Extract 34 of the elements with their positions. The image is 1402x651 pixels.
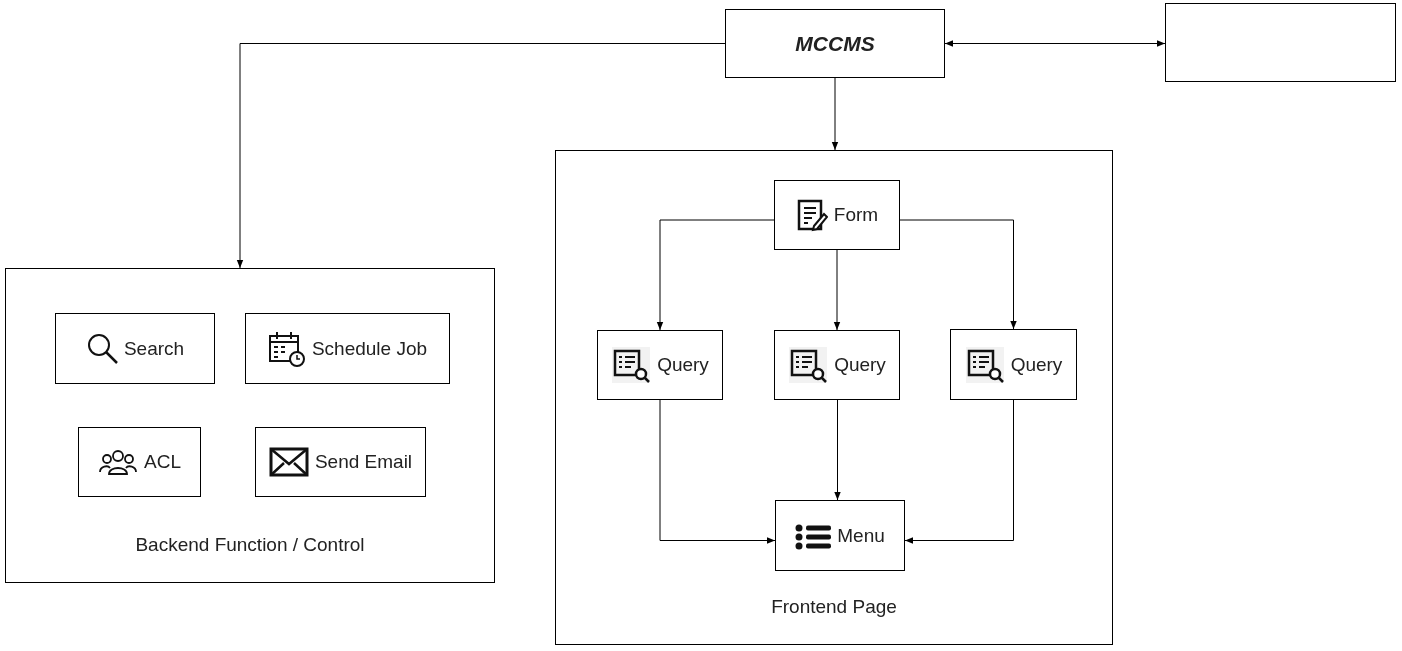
group-title: Backend Function / Control xyxy=(134,534,366,556)
group-container xyxy=(5,268,495,583)
arrow xyxy=(833,249,841,331)
arrow xyxy=(236,43,726,269)
arrow xyxy=(831,77,839,151)
box-shape xyxy=(1165,3,1396,82)
process-box xyxy=(255,427,426,497)
arrow xyxy=(656,219,775,331)
box-label: MCCMS xyxy=(795,31,875,56)
box-label: Query xyxy=(1010,353,1063,376)
process-box xyxy=(597,330,723,400)
arrow xyxy=(834,399,841,501)
box-label: Query xyxy=(834,354,886,376)
arrow xyxy=(659,399,776,544)
process-box xyxy=(774,330,900,400)
process-box xyxy=(774,180,900,250)
box-label: Query xyxy=(657,354,709,376)
process-box xyxy=(78,427,201,497)
box-label: Schedule Job xyxy=(311,337,428,360)
process-box xyxy=(725,9,945,78)
process-box xyxy=(775,500,905,571)
process-box xyxy=(950,329,1077,400)
box-label: Form xyxy=(833,204,879,226)
arrow xyxy=(944,40,1166,47)
box-label: Search xyxy=(123,337,185,360)
box-label: Menu xyxy=(837,524,885,547)
group-container xyxy=(555,150,1113,645)
box-label: ACL xyxy=(144,451,181,473)
arrow xyxy=(904,399,1014,544)
group-title: Frontend Page xyxy=(770,596,898,618)
arrow xyxy=(899,219,1017,330)
process-box xyxy=(245,313,450,384)
process-box xyxy=(55,313,215,384)
box-label: Send Email xyxy=(314,451,413,473)
